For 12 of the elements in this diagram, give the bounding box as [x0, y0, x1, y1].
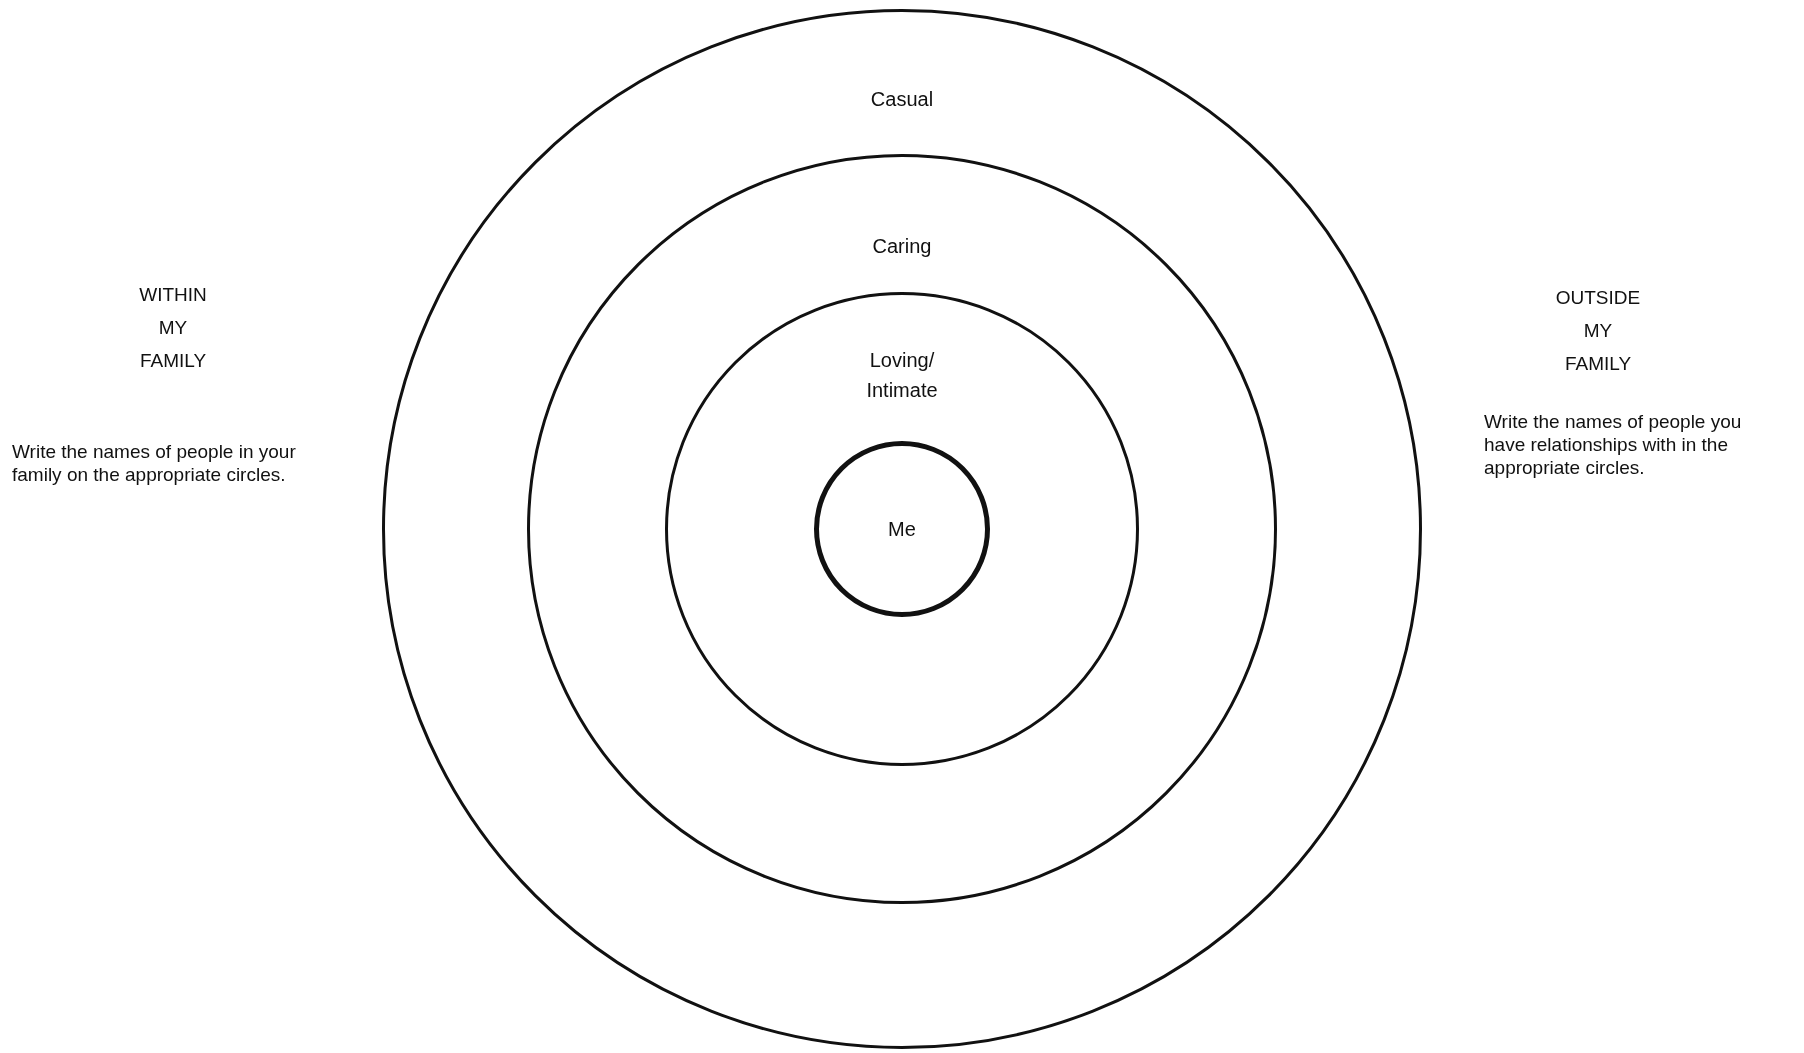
ring-label: Me [887, 517, 917, 541]
ring-label: Caring [871, 234, 933, 259]
ring-label: Loving/ Intimate [865, 348, 939, 403]
ring-circle [814, 441, 990, 617]
instruction-text: Write the names of people in your family on the appropriate circles. [12, 440, 297, 486]
ring-circle [382, 9, 1422, 1049]
ring-circle [665, 292, 1139, 766]
ring-label: Casual [869, 87, 935, 112]
ring-circle [527, 154, 1277, 904]
instruction-text: Write the names of people you have relationships with in the appropriate circles. [1484, 410, 1743, 479]
heading-label: OUTSIDE MY FAMILY [1554, 286, 1642, 376]
heading-label: WITHIN MY FAMILY [138, 283, 208, 373]
